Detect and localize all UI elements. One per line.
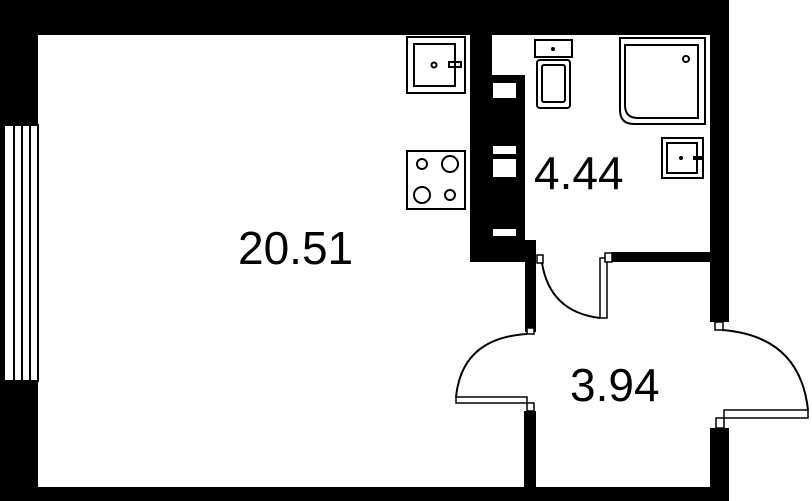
stove-icon <box>406 150 466 210</box>
window <box>3 124 39 382</box>
bathroom-shelving <box>492 75 525 245</box>
area-label-bathroom: 4.44 <box>534 147 624 199</box>
entrance-door <box>714 321 809 429</box>
bathroom-left-wall <box>470 30 492 262</box>
bathroom-sink-icon <box>661 137 704 179</box>
area-label-living-kitchen: 20.51 <box>238 222 353 274</box>
top-wall <box>0 0 729 35</box>
hall-left-post-upper <box>525 262 536 332</box>
bottom-wall <box>0 487 729 501</box>
right-wall-upper <box>710 0 729 322</box>
bathroom-door <box>536 252 613 319</box>
bathroom-corner-wall <box>470 240 536 262</box>
shower-tray-icon <box>619 37 706 125</box>
area-label-hallway: 3.94 <box>570 359 660 411</box>
bathroom-bottom-wall <box>612 252 712 262</box>
hall-left-post-lower <box>524 411 536 489</box>
hallway-left-door <box>455 327 535 412</box>
toilet-icon <box>534 39 573 109</box>
right-wall-lower <box>710 428 729 501</box>
kitchen-sink-icon <box>406 36 466 94</box>
